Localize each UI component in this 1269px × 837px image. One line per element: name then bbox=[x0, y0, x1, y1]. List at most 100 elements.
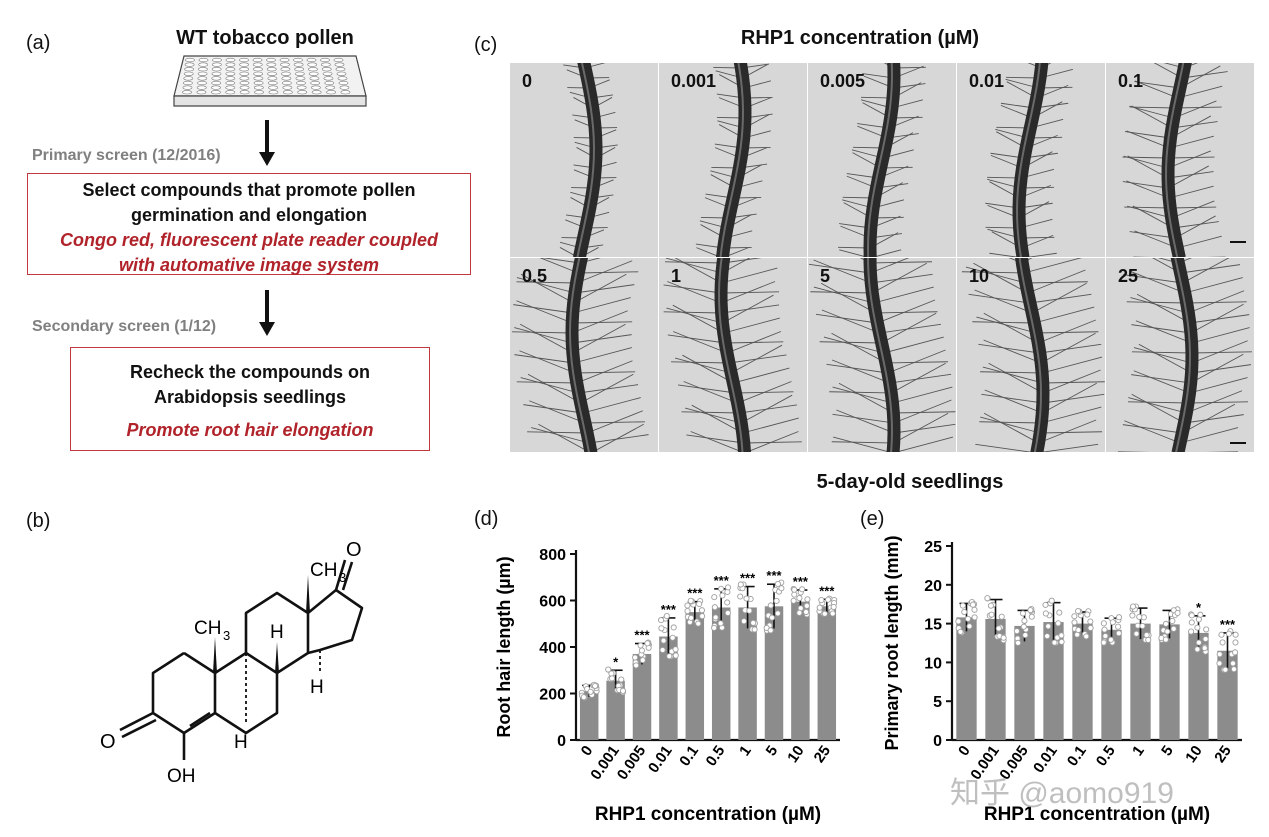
data-point bbox=[633, 662, 640, 669]
data-point bbox=[971, 614, 978, 621]
primary-screen-label: Primary screen (12/2016) bbox=[32, 147, 221, 164]
y-tick-label: 400 bbox=[539, 640, 566, 657]
micrograph-5: 5 bbox=[808, 258, 956, 452]
bar-0.005 bbox=[632, 653, 652, 740]
atom-o-left: O bbox=[100, 731, 116, 753]
well-plate-icon bbox=[173, 55, 367, 107]
bar-0.01 bbox=[659, 636, 678, 740]
data-point bbox=[1145, 636, 1152, 643]
box1-line1: Select compounds that promote pollen bbox=[82, 180, 416, 200]
y-tick-label: 800 bbox=[539, 547, 566, 564]
box2-line1: Recheck the compounds on bbox=[129, 362, 371, 382]
data-point bbox=[1028, 613, 1035, 620]
bar-0.5 bbox=[1101, 629, 1122, 740]
data-point bbox=[618, 676, 625, 683]
micrograph-label: 10 bbox=[969, 266, 990, 286]
x-tick-label: 0 bbox=[578, 743, 597, 760]
data-point bbox=[1133, 630, 1140, 637]
data-point bbox=[580, 694, 587, 701]
data-point bbox=[605, 666, 612, 673]
atom-h1: H bbox=[270, 622, 284, 643]
data-point bbox=[987, 602, 994, 609]
data-point bbox=[830, 603, 837, 610]
data-point bbox=[998, 613, 1005, 620]
data-point bbox=[644, 640, 651, 647]
data-point bbox=[1044, 633, 1051, 640]
panel-e-label: (e) bbox=[860, 508, 885, 530]
y-tick-label: 600 bbox=[539, 594, 566, 611]
data-point bbox=[1162, 620, 1169, 627]
data-point bbox=[1100, 620, 1107, 627]
micrograph-0: 0 bbox=[510, 63, 658, 257]
data-point bbox=[1129, 612, 1136, 619]
micrograph-0.005: 0.005 bbox=[808, 63, 956, 257]
atom-oh: OH bbox=[167, 766, 196, 787]
y-tick-label: 0 bbox=[933, 733, 942, 750]
data-point bbox=[658, 617, 665, 624]
data-point bbox=[717, 620, 724, 627]
bar-0.005 bbox=[1014, 625, 1035, 740]
data-point bbox=[687, 614, 695, 621]
x-tick-label: 25 bbox=[811, 743, 834, 766]
atom-h2: H bbox=[234, 732, 248, 753]
scale-bar bbox=[1230, 241, 1246, 243]
data-point bbox=[698, 607, 706, 614]
significance-marker: *** bbox=[634, 628, 650, 643]
data-point bbox=[684, 607, 691, 615]
bar-0.001 bbox=[985, 618, 1006, 740]
data-point bbox=[1021, 617, 1028, 624]
data-point bbox=[658, 625, 665, 632]
data-point bbox=[1164, 628, 1171, 635]
data-point bbox=[1232, 649, 1239, 656]
data-point bbox=[768, 614, 776, 621]
x-tick-label: 10 bbox=[1182, 743, 1205, 766]
x-tick-label: 0.005 bbox=[614, 743, 649, 784]
data-point bbox=[774, 580, 781, 588]
x-tick-label: 25 bbox=[1211, 743, 1234, 766]
data-point bbox=[955, 618, 962, 625]
data-point bbox=[1013, 628, 1020, 635]
box1-red2: with automative image system bbox=[118, 255, 380, 275]
data-point bbox=[737, 581, 744, 588]
data-point bbox=[724, 609, 731, 617]
data-point bbox=[587, 688, 594, 695]
micrograph-1: 1 bbox=[659, 258, 807, 452]
bar-0.5 bbox=[711, 607, 731, 740]
y-axis-label: Root hair length (µm) bbox=[494, 556, 514, 737]
x-tick-label: 5 bbox=[1158, 743, 1177, 760]
data-point bbox=[1203, 626, 1210, 633]
micrograph-0.1: 0.1 bbox=[1106, 63, 1254, 257]
data-point bbox=[1042, 610, 1049, 617]
significance-marker: *** bbox=[819, 583, 835, 598]
data-point bbox=[1169, 617, 1176, 625]
micrograph-label: 0 bbox=[522, 71, 533, 91]
data-point bbox=[774, 610, 781, 617]
data-point bbox=[1170, 625, 1177, 632]
data-point bbox=[1194, 646, 1201, 653]
data-point bbox=[666, 653, 673, 660]
data-point bbox=[1015, 639, 1022, 646]
atom-ch3-top: CH bbox=[310, 560, 337, 581]
bar-5 bbox=[1159, 624, 1180, 740]
data-point bbox=[695, 620, 702, 627]
data-point bbox=[1219, 639, 1226, 646]
data-point bbox=[1075, 626, 1082, 634]
box1-line2: germination and elongation bbox=[130, 205, 367, 225]
primary-screen-box: Select compounds that promote pollen ger… bbox=[27, 173, 471, 275]
data-point bbox=[969, 601, 977, 608]
data-point bbox=[971, 606, 978, 613]
box1-red1: Congo red, fluorescent plate reader coup… bbox=[59, 230, 439, 250]
data-point bbox=[790, 597, 797, 604]
data-point bbox=[743, 595, 750, 602]
significance-marker: *** bbox=[714, 573, 730, 588]
arrow-down-icon-2 bbox=[259, 290, 275, 336]
data-point bbox=[1022, 632, 1029, 639]
micrograph-0.5: 0.5 bbox=[510, 258, 658, 452]
scale-bar bbox=[1230, 442, 1246, 444]
bar-0.1 bbox=[1072, 623, 1093, 740]
data-point bbox=[1101, 626, 1108, 633]
panel-c-label: (c) bbox=[474, 34, 498, 56]
data-point bbox=[1188, 612, 1195, 619]
significance-marker: *** bbox=[1220, 617, 1236, 632]
data-point bbox=[724, 584, 732, 591]
